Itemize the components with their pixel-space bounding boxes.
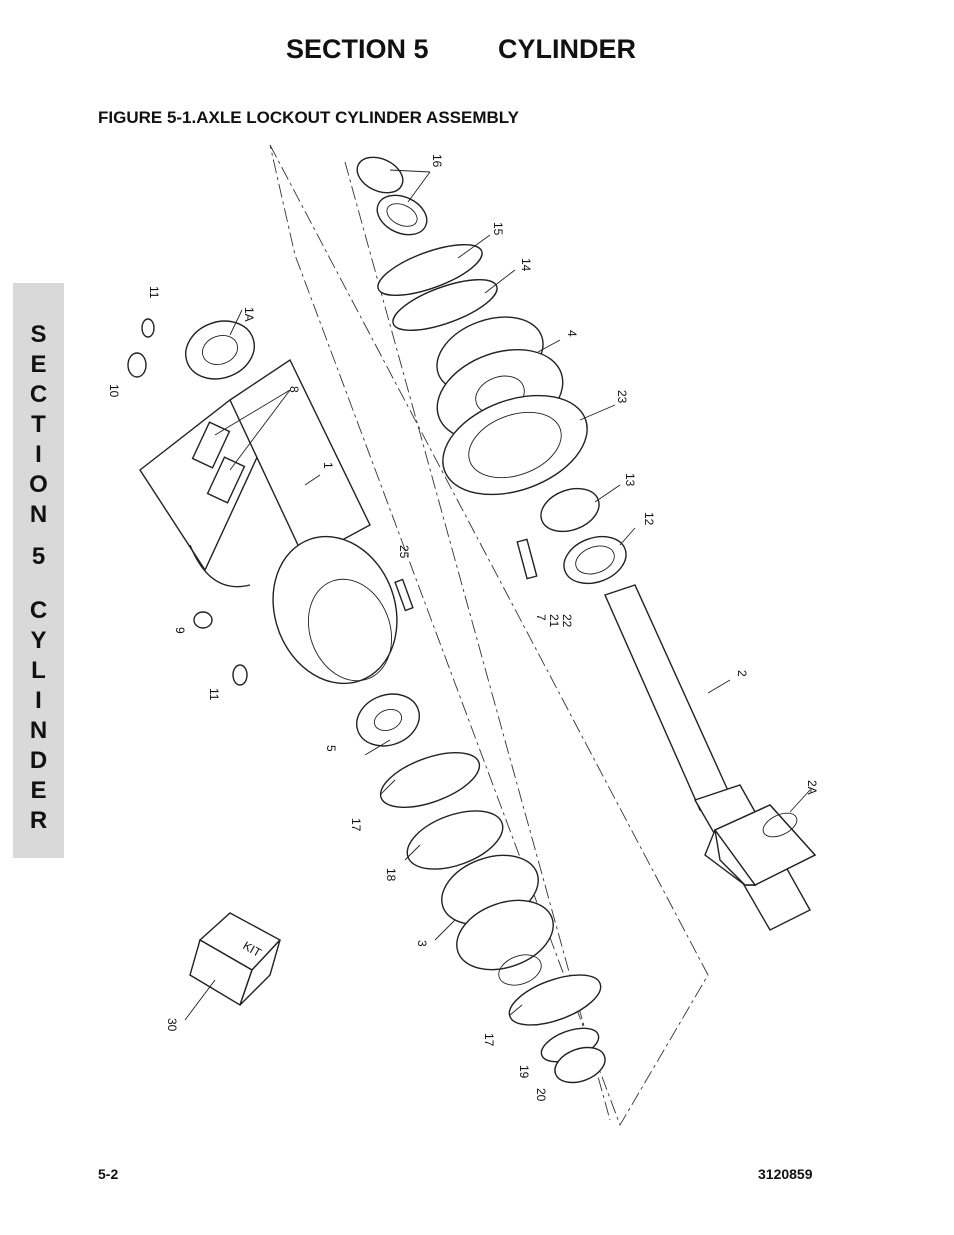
cylinder-body-1 <box>139 320 398 685</box>
callout-11-top: 11 <box>147 286 161 299</box>
ring-14 <box>392 279 498 331</box>
side-tab-letter: Y <box>30 627 47 654</box>
page-number: 5-2 <box>98 1166 119 1182</box>
callout-16: 16 <box>430 154 444 168</box>
callout-10: 10 <box>107 384 121 398</box>
exploded-view-drawing: KIT 16 15 14 4 23 13 12 11 1A 10 8 1 25 … <box>107 144 819 1127</box>
callout-1A: 1A <box>242 307 256 322</box>
side-tab-letter: L <box>31 657 46 684</box>
callout-18: 18 <box>384 868 398 882</box>
plug-10 <box>127 352 147 378</box>
bolt-7 <box>516 538 538 580</box>
callout-1: 1 <box>321 462 335 469</box>
callout-22: 22 <box>560 614 574 628</box>
section-header: SECTION 5 CYLINDER <box>0 34 954 70</box>
fitting-11-bottom <box>232 664 248 686</box>
callout-21: 21 <box>547 614 561 628</box>
wear-ring-17-top <box>379 752 481 808</box>
side-tab-letter: S <box>30 321 47 348</box>
side-tab-letter: C <box>29 597 48 624</box>
side-tab-letter: T <box>31 411 46 438</box>
fitting-8b <box>206 456 246 504</box>
fitting-8a <box>191 421 231 469</box>
callout-30: 30 <box>165 1018 179 1032</box>
callout-2: 2 <box>735 670 749 677</box>
piston-rod-2 <box>604 584 817 931</box>
section-name: CYLINDER <box>498 34 637 64</box>
side-tab-letter: I <box>35 441 42 468</box>
bushing-16 <box>356 156 428 236</box>
seal-12-bore <box>575 545 615 575</box>
flange-23-bore <box>468 411 562 479</box>
callout-19: 19 <box>517 1065 531 1079</box>
leader-lines <box>184 169 811 1021</box>
side-tab-letter: R <box>29 807 48 834</box>
backup-ring-20 <box>554 1046 606 1084</box>
callout-2A: 2A <box>805 780 819 795</box>
side-tab-letter: C <box>29 381 48 408</box>
document-number: 3120859 <box>758 1166 813 1182</box>
fitting-11-top <box>141 318 155 338</box>
callout-20: 20 <box>534 1088 548 1102</box>
callout-17-bottom: 17 <box>482 1033 496 1047</box>
side-tab-letter: D <box>29 747 48 774</box>
callout-4: 4 <box>565 330 579 337</box>
assembly-boundary <box>269 144 709 1127</box>
callout-8: 8 <box>287 386 301 393</box>
callout-14: 14 <box>519 258 533 272</box>
side-tab-letter: N <box>29 501 48 528</box>
callout-9: 9 <box>173 627 187 634</box>
callout-3: 3 <box>415 940 429 947</box>
callout-11-bottom: 11 <box>207 688 221 701</box>
wear-ring-17-bottom <box>508 974 602 1026</box>
callout-12: 12 <box>642 512 656 526</box>
seal-12 <box>563 535 627 585</box>
centerline <box>344 161 611 1121</box>
seal-kit-30: KIT <box>189 912 282 1007</box>
plug-9 <box>193 611 213 629</box>
callout-5: 5 <box>324 745 338 752</box>
side-tab-letter: I <box>35 687 42 714</box>
screw-25 <box>394 578 414 612</box>
flange-23 <box>442 394 588 496</box>
callout-25: 25 <box>397 545 411 559</box>
section-side-tab: S E C T I O N 5 C Y L I N D E R <box>13 283 64 858</box>
side-tab-letter: E <box>30 351 47 378</box>
ring-15 <box>377 244 483 296</box>
seal-13 <box>540 487 600 533</box>
side-tab-letter: 5 <box>31 543 46 570</box>
side-tab-letter: N <box>29 717 48 744</box>
side-tab-letter: E <box>30 777 47 804</box>
piston-3 <box>441 854 554 986</box>
section-number: SECTION 5 <box>286 34 429 64</box>
figure-title: FIGURE 5-1.AXLE LOCKOUT CYLINDER ASSEMBL… <box>98 108 519 127</box>
lock-nut-5 <box>356 693 420 747</box>
rod-end-block-2A <box>713 804 817 886</box>
lock-nut-5-bore <box>373 709 403 731</box>
callout-7: 7 <box>534 614 548 621</box>
callout-17-top: 17 <box>349 818 363 832</box>
callout-13: 13 <box>623 473 637 487</box>
exploded-view-diagram: KIT 16 15 14 4 23 13 12 11 1A 10 8 1 25 … <box>90 140 850 1140</box>
side-tab-letter: O <box>29 471 48 498</box>
callout-23: 23 <box>615 390 629 404</box>
callout-15: 15 <box>491 222 505 236</box>
